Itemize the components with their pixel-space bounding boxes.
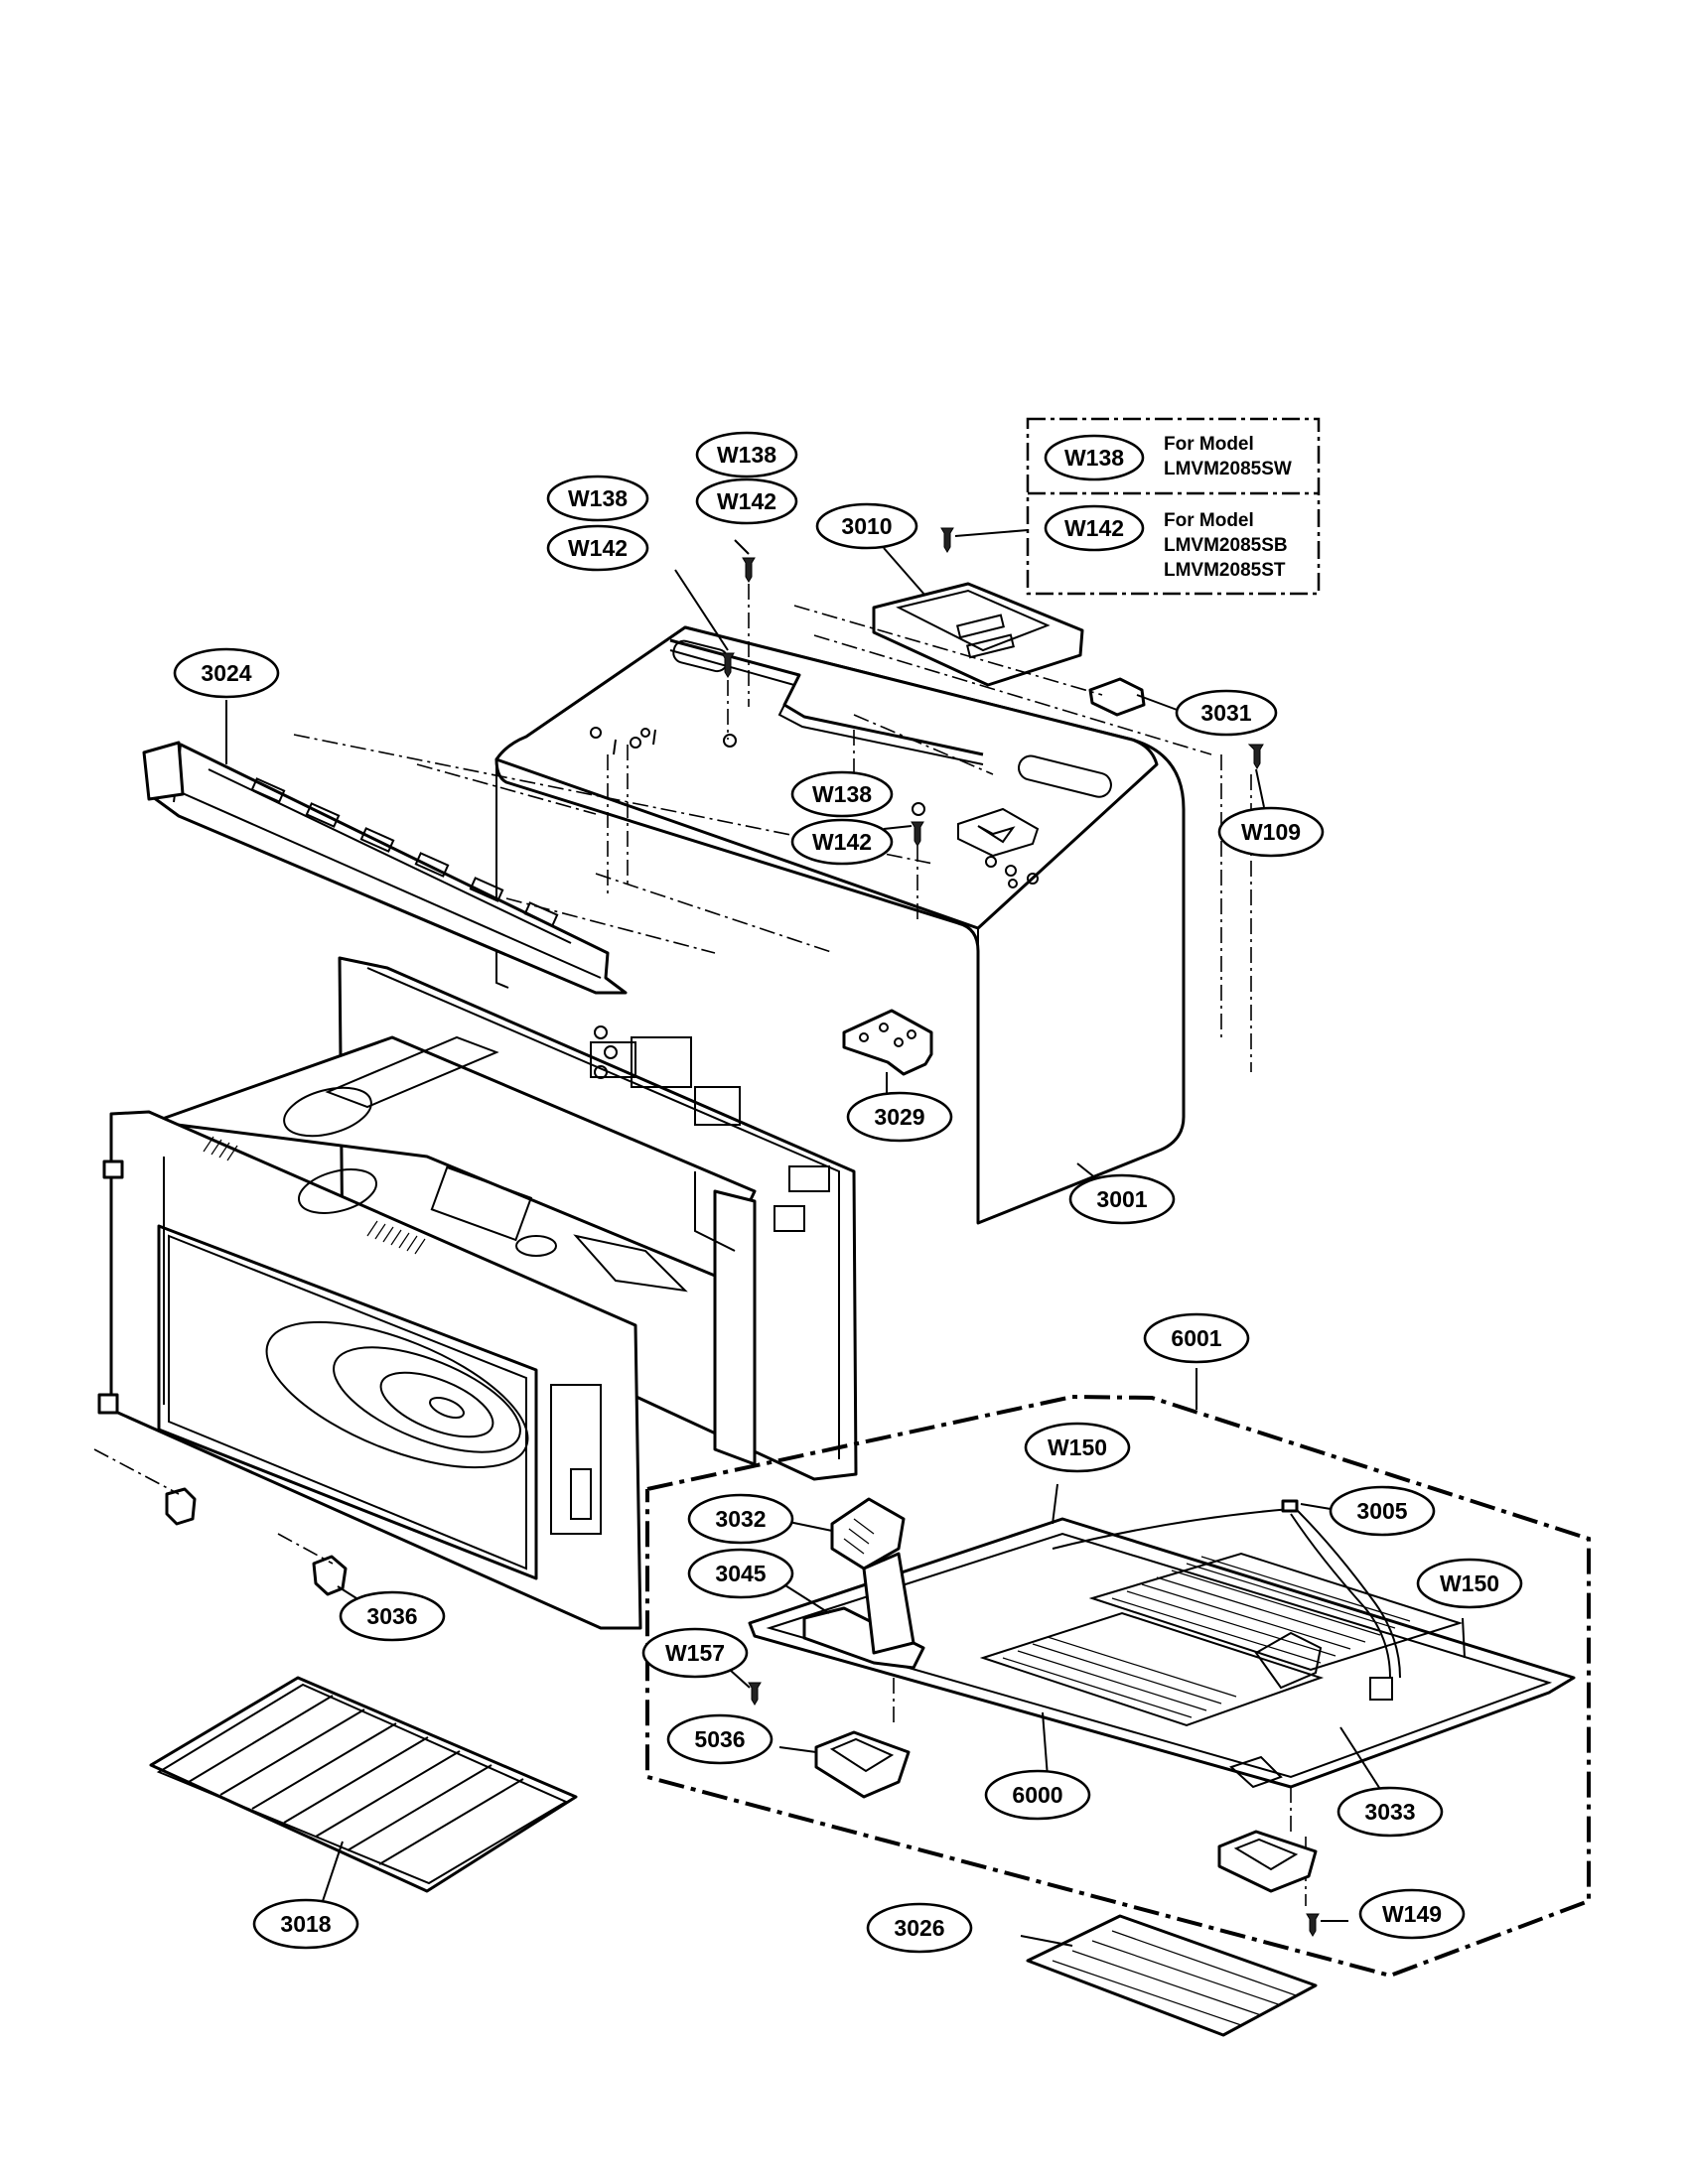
oven-rack-3018 (149, 1676, 578, 1917)
legend-note-line: LMVM2085SB (1164, 535, 1288, 556)
callout-3032: 3032 (687, 1493, 794, 1545)
legend-row-w142: W142 For Model LMVM2085SB LMVM2085ST (1044, 504, 1288, 581)
callout-w138-top: W138 (695, 431, 798, 478)
screws-hood (729, 1617, 1466, 1937)
part-3045 (776, 1552, 925, 1670)
hood-assembly-boundary-6001 (645, 1368, 1591, 1979)
svg-text:W142: W142 (717, 488, 776, 514)
callout-3045: 3045 (687, 1548, 794, 1599)
screws-top (674, 527, 1265, 847)
svg-text:W142: W142 (812, 829, 872, 855)
oven-cavity-body (97, 956, 858, 1630)
vent-hatch (203, 1136, 426, 1255)
top-plate-3010 (872, 547, 1084, 687)
callout-3018: 3018 (252, 1898, 359, 1950)
latch-parts (93, 1448, 376, 1611)
callout-3036: 3036 (339, 1590, 446, 1642)
part-5036-second (1217, 1830, 1318, 1893)
hood-base-6000 (748, 1517, 1576, 1906)
svg-text:6000: 6000 (1012, 1782, 1062, 1808)
callout-5036: 5036 (666, 1713, 774, 1765)
svg-text:W149: W149 (1382, 1901, 1442, 1927)
callout-w157: W157 (641, 1627, 749, 1679)
callout-w142-top: W142 (695, 478, 798, 525)
svg-text:W138: W138 (717, 442, 776, 468)
svg-text:3001: 3001 (1096, 1186, 1147, 1212)
part-5036 (778, 1730, 911, 1799)
legend-row-w138: W138 For Model LMVM2085SW (1044, 434, 1292, 481)
filter-mesh (1052, 1930, 1297, 2026)
legend-note-line: LMVM2085SW (1164, 459, 1292, 479)
svg-text:W109: W109 (1241, 819, 1301, 845)
vent-grille-3024 (142, 700, 628, 995)
svg-text:3032: 3032 (715, 1506, 766, 1532)
hood-grille-hatch (1002, 1556, 1411, 1718)
callout-3026: 3026 (866, 1902, 973, 1954)
callout-3010: 3010 (815, 502, 918, 550)
model-legend: W138 For Model LMVM2085SW W142 For Model… (1026, 417, 1321, 596)
callout-w109: W109 (1217, 806, 1325, 858)
svg-text:3018: 3018 (280, 1911, 331, 1937)
svg-text:W142: W142 (568, 535, 628, 561)
svg-text:3045: 3045 (715, 1561, 766, 1586)
legend-note-line: LMVM2085ST (1164, 560, 1286, 581)
svg-text:3029: 3029 (874, 1104, 924, 1130)
legend-note-line: For Model (1164, 510, 1254, 531)
part-3032 (774, 1497, 906, 1570)
svg-text:W138: W138 (568, 485, 628, 511)
callout-6001: 6001 (1143, 1312, 1250, 1364)
callout-3029: 3029 (846, 1091, 953, 1143)
svg-text:W150: W150 (1048, 1434, 1107, 1460)
callout-w138-left: W138 (546, 475, 649, 522)
svg-text:W138: W138 (812, 781, 872, 807)
callout-w142-left: W142 (546, 524, 649, 572)
callout-w150-right: W150 (1416, 1558, 1523, 1609)
svg-text:3036: 3036 (366, 1603, 417, 1629)
callouts: W138 W142 W138 W142 3010 3024 3031 W109 (173, 431, 1523, 1954)
wiring-3005 (1052, 1483, 1401, 1679)
svg-text:6001: 6001 (1171, 1325, 1221, 1351)
callout-3024: 3024 (173, 647, 280, 699)
svg-text:3033: 3033 (1364, 1799, 1415, 1825)
svg-text:5036: 5036 (694, 1726, 745, 1752)
callout-3005: 3005 (1329, 1485, 1436, 1537)
legend-callout-w142: W142 (1064, 515, 1124, 541)
svg-text:3026: 3026 (894, 1915, 944, 1941)
legend-note-line: For Model (1164, 434, 1254, 455)
legend-callout-w138: W138 (1064, 445, 1124, 471)
callout-6000: 6000 (984, 1769, 1091, 1821)
callout-w138-mid: W138 (790, 770, 894, 818)
filter-3026 (1020, 1914, 1318, 2037)
callout-3031: 3031 (1175, 689, 1278, 737)
callout-3001: 3001 (1068, 1173, 1176, 1225)
svg-text:3005: 3005 (1356, 1498, 1407, 1524)
svg-text:W150: W150 (1440, 1570, 1499, 1596)
svg-text:3024: 3024 (201, 660, 251, 686)
callout-w149: W149 (1358, 1888, 1466, 1940)
svg-text:3031: 3031 (1200, 700, 1251, 726)
bracket-3031 (1088, 677, 1181, 717)
svg-text:W157: W157 (665, 1640, 725, 1666)
bracket-3029 (842, 1009, 933, 1097)
callout-3033: 3033 (1336, 1786, 1444, 1838)
part-3033 (1339, 1726, 1386, 1798)
callout-w142-mid: W142 (790, 818, 894, 866)
callout-w150-top: W150 (1024, 1422, 1131, 1473)
svg-text:3010: 3010 (841, 513, 892, 539)
